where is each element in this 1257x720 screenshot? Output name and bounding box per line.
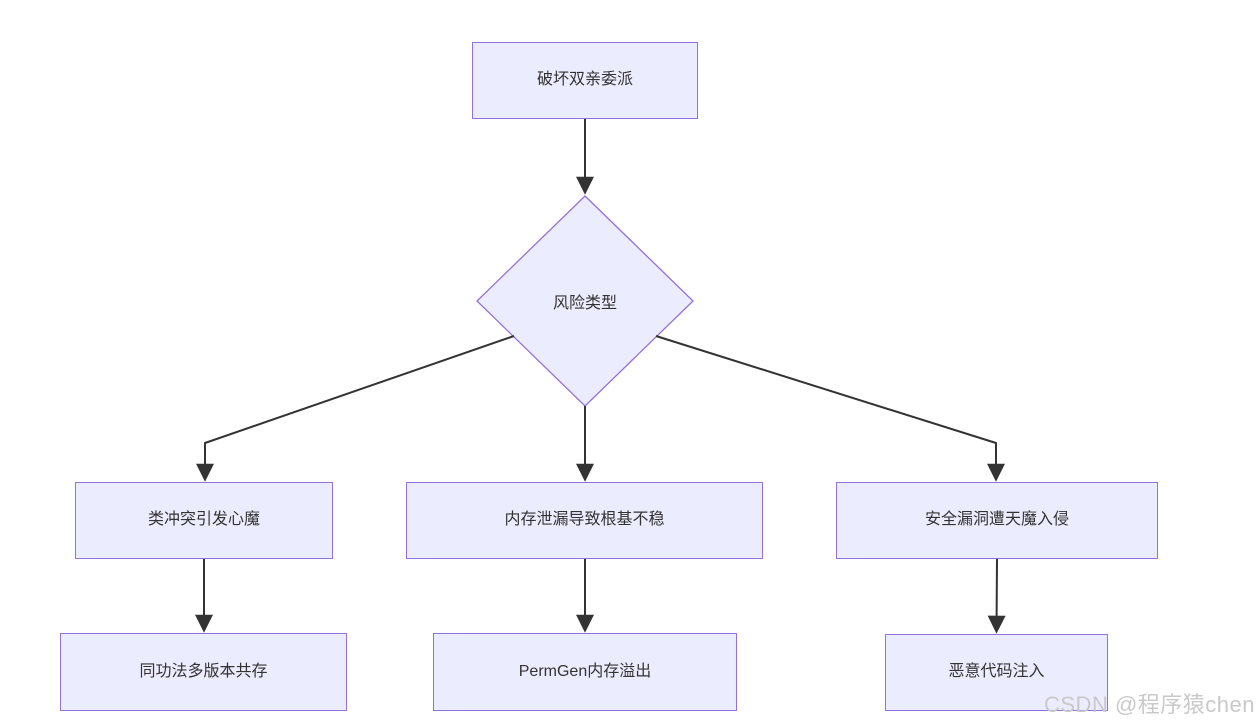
node-class-conflict: 类冲突引发心魔 bbox=[75, 482, 333, 559]
node-security-vulnerability: 安全漏洞遭天魔入侵 bbox=[836, 482, 1158, 559]
node-break-parent-delegation: 破坏双亲委派 bbox=[472, 42, 698, 119]
node-risk-type-label: 风险类型 bbox=[552, 295, 617, 312]
edge-security-to-malicious-code bbox=[987, 558, 1006, 634]
node-malicious-code-injection: 恶意代码注入 bbox=[885, 634, 1108, 711]
node-multi-version-coexist: 同功法多版本共存 bbox=[60, 633, 347, 711]
csdn-watermark: CSDN @程序猿chen bbox=[1044, 692, 1255, 717]
node-memory-leak: 内存泄漏导致根基不稳 bbox=[406, 482, 763, 559]
edge-risk-to-security-vulnerability bbox=[655, 335, 1005, 482]
edge-risk-to-class-conflict bbox=[196, 335, 515, 482]
node-permgen-overflow: PermGen内存溢出 bbox=[433, 633, 737, 711]
